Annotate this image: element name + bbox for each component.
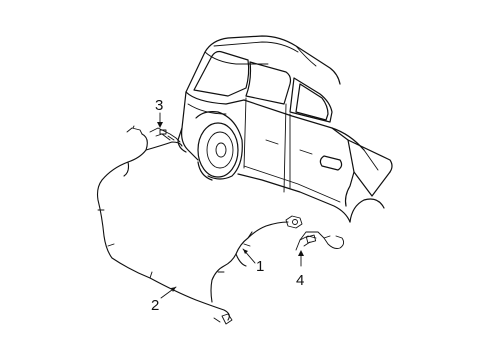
part-1-harness [210, 215, 303, 303]
vehicle-illustration [177, 35, 393, 223]
callout-3: 3 [155, 97, 163, 128]
callout-3-label: 3 [155, 97, 163, 114]
callout-1-label: 1 [256, 258, 264, 275]
part-2-harness [96, 125, 233, 325]
callout-2-label: 2 [151, 297, 159, 314]
part-3-connector [149, 127, 181, 143]
callout-1: 1 [242, 248, 264, 275]
callout-4-label: 4 [296, 272, 304, 289]
rear-wheel [195, 111, 243, 181]
callout-2: 2 [151, 286, 177, 314]
part-4-sensor [295, 231, 345, 251]
callout-4: 4 [296, 250, 304, 289]
